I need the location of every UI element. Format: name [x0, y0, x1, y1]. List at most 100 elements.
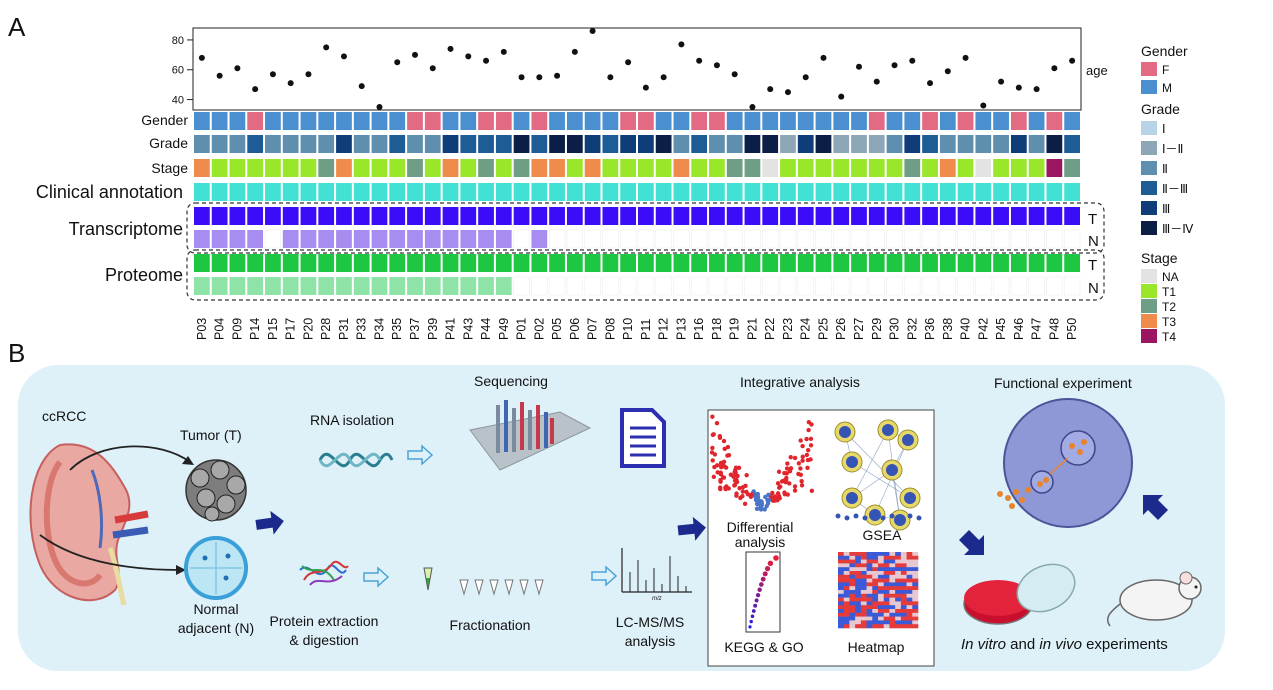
proteome-normal-cell: [584, 277, 601, 295]
heatmap-cell: [912, 555, 919, 560]
grade-cell: [549, 135, 565, 153]
heatmap-cell: [889, 624, 896, 629]
experiments-caption: In vitro and in vivo experiments: [961, 636, 1168, 653]
transcriptome-normal-cell: [638, 230, 654, 248]
transcriptome-tumor-cell: [584, 207, 601, 225]
gender-cell: [442, 112, 459, 130]
clinical-cell: [922, 183, 938, 201]
rna-isolation-label: RNA isolation: [310, 412, 394, 428]
heatmap-cell: [900, 609, 907, 614]
heatmap-cell: [895, 559, 902, 564]
heatmap-cell: [889, 605, 896, 610]
volcano-point: [804, 436, 809, 442]
heatmap-cell: [838, 578, 845, 583]
empty-cell-outline: [992, 276, 1010, 296]
volcano-point: [721, 475, 727, 480]
age-point: [287, 80, 294, 87]
age-point: [429, 65, 436, 72]
heatmap-cell: [889, 567, 896, 572]
proteome-normal-cell: [566, 277, 583, 295]
gender-cell: [868, 112, 885, 130]
proteome-normal-cell: [851, 277, 867, 295]
volcano-point: [799, 478, 804, 484]
age-point: [944, 68, 951, 75]
heatmap-cell: [838, 552, 845, 557]
proteome-tumor-cell: [460, 254, 477, 272]
clinical-cell: [709, 183, 725, 201]
patient-id-label: P11: [639, 319, 653, 340]
heatmap-cell: [900, 567, 907, 572]
gender-cell: [549, 112, 565, 130]
heatmap-cell: [838, 555, 845, 560]
transcriptome-tumor-cell: [726, 207, 743, 225]
transcriptome-tumor-cell: [424, 207, 441, 225]
proteome-tumor-cell: [762, 254, 779, 272]
transcriptome-tumor-cell: [638, 207, 654, 225]
heatmap-cell: [843, 609, 850, 614]
heatmap-cell: [883, 578, 890, 583]
empty-cell-outline: [850, 229, 868, 249]
heatmap-cell: [883, 555, 890, 560]
heatmap-cell: [878, 593, 885, 598]
proteome-tumor-cell: [957, 254, 974, 272]
proteome-group-box: [186, 249, 1105, 301]
heatmap-cell: [900, 571, 907, 576]
heatmap-cell: [872, 590, 879, 595]
age-point: [909, 57, 916, 64]
grade-cell: [478, 135, 494, 153]
heatmap-cell: [906, 578, 913, 583]
kegg-dot: [767, 560, 774, 567]
patient-id-label: P16: [692, 318, 706, 340]
empty-cell-outline: [584, 229, 601, 249]
heatmap-cell: [843, 578, 850, 583]
heatmap-cell: [860, 571, 867, 576]
heatmap-cell: [843, 601, 850, 606]
proteome-tumor-cell: [1028, 254, 1045, 272]
volcano-point: [784, 475, 789, 481]
transcriptome-tumor-cell: [602, 207, 619, 225]
proteome-tumor-cell: [549, 254, 565, 272]
heatmap-cell: [906, 601, 913, 606]
transcriptome-tumor-cell: [566, 207, 583, 225]
kegg-dotplot-icon: [745, 551, 781, 633]
grade-cell: [371, 135, 388, 153]
clinical-cell: [211, 183, 228, 201]
proteome-tumor-cell: [655, 254, 672, 272]
transcriptome-normal-cell: [389, 230, 406, 248]
normal-arrow-head: [176, 565, 186, 575]
volcano-point: [798, 438, 803, 443]
heatmap-cell: [883, 563, 890, 568]
volcano-point: [738, 495, 743, 501]
grade-cell: [229, 135, 246, 153]
heatmap-cell: [912, 605, 919, 610]
gender-cell: [904, 112, 921, 130]
clinical-cell: [549, 183, 565, 201]
clinical-cell: [975, 183, 992, 201]
proteome-normal-cell: [904, 277, 921, 295]
gender-cell: [762, 112, 779, 130]
grade-cell: [744, 135, 761, 153]
volcano-point: [732, 469, 737, 475]
tumor-label: Tumor (T): [180, 427, 242, 443]
heatmap-cell: [912, 571, 919, 576]
legend-item-label: Ⅰ－Ⅱ: [1162, 142, 1183, 156]
heatmap-cell: [872, 582, 879, 587]
legend-item-label: T1: [1162, 285, 1176, 299]
tumor-arrow-head: [182, 456, 194, 465]
heatmap-cell: [906, 590, 913, 595]
volcano-point: [714, 421, 720, 426]
transcriptome-tumor-cell: [1028, 207, 1045, 225]
heatmap-cell: [900, 590, 907, 595]
gsea-label: GSEA: [863, 527, 903, 543]
gender-cell: [247, 112, 264, 130]
heatmap-cell: [883, 552, 890, 557]
transcriptome-normal-cell: [886, 230, 903, 248]
tumor-cell-cluster-icon: [185, 459, 247, 522]
transcriptome-tumor-cell: [549, 207, 565, 225]
transcriptome-tumor-cell: [318, 207, 335, 225]
legend-item-label: NA: [1162, 270, 1179, 284]
transcriptome-tumor-cell: [868, 207, 885, 225]
proteome-normal-cell: [336, 277, 352, 295]
proteome-tumor-cell: [868, 254, 885, 272]
volcano-point: [725, 444, 731, 450]
